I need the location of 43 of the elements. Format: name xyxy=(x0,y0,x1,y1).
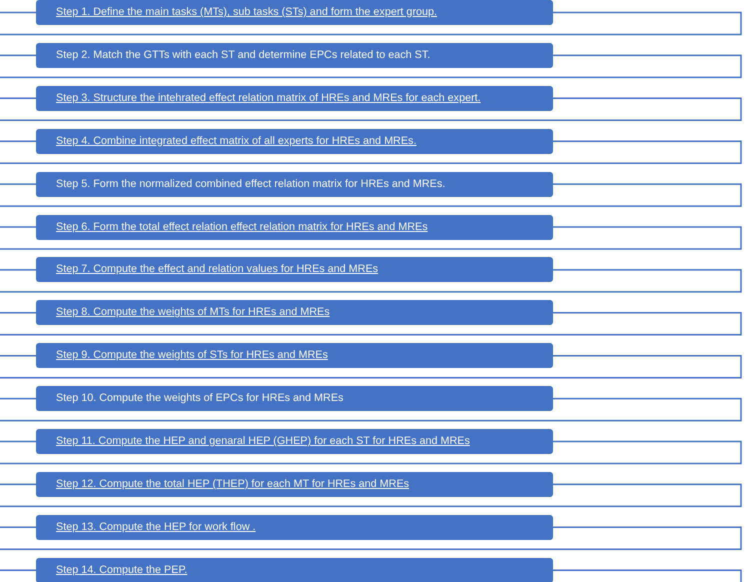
step-text: Step 12. Compute the total HEP (THEP) for each MT for HREs and MREs xyxy=(56,478,410,491)
connector-line xyxy=(0,398,742,442)
connector-line xyxy=(0,226,742,271)
step-box xyxy=(36,472,553,497)
step-box xyxy=(36,42,553,68)
step-box xyxy=(36,514,553,540)
step-text: Step 8. Compute the weights of MTs for HREs and MREs xyxy=(56,306,330,320)
connector-line xyxy=(0,140,742,185)
step-text: Step 13. Compute the HEP for work flow . xyxy=(56,520,256,534)
connector-line xyxy=(553,569,742,582)
step-text: Step 10. Compute the weights of EPCs for HREs and MREs xyxy=(56,392,344,406)
step-box xyxy=(36,0,553,25)
step-text: Step 14. Compute the PEP. xyxy=(56,564,188,577)
step-text: Step 2. Match the GTTs with each ST and determine EPCs related to each ST. xyxy=(56,48,430,62)
connector-line xyxy=(0,12,742,56)
connector-line xyxy=(0,54,742,100)
step-box xyxy=(36,214,553,240)
step-box xyxy=(36,558,553,582)
step-box xyxy=(36,86,553,111)
step-text: Step 5. Form the normalized combined effect relation matrix for HREs and MREs. xyxy=(56,178,446,191)
connector-line xyxy=(0,354,742,400)
step-box xyxy=(36,128,553,154)
connector-line xyxy=(0,484,742,528)
connector-line xyxy=(0,98,742,142)
step-text: Step 3. Structure the intehrated effect relation matrix of HREs and MREs for each expert. xyxy=(56,92,481,105)
connector-line xyxy=(0,312,742,356)
step-box xyxy=(36,343,553,368)
step-text: Step 11. Compute the HEP and genaral HEP (GHEP) for each ST for HREs and MREs xyxy=(56,435,470,448)
connector-line xyxy=(0,12,36,14)
connector-line xyxy=(0,269,742,314)
step-box xyxy=(36,257,553,282)
connector-line xyxy=(0,526,742,571)
step-text: Step 1. Define the main tasks (MTs), sub tasks (STs) and form the expert group. xyxy=(56,6,438,19)
step-text: Step 9. Compute the weights of STs for HREs and MREs xyxy=(56,349,328,362)
step-box xyxy=(36,172,553,197)
step-box xyxy=(36,429,553,454)
connector-line xyxy=(0,183,742,228)
step-box xyxy=(36,300,553,326)
step-text: Step 6. Form the total effect relation effect relation matrix for HREs and MREs xyxy=(56,220,428,234)
step-text: Step 4. Combine integrated effect matrix of all experts for HREs and MREs. xyxy=(56,134,416,148)
connector-line xyxy=(0,440,742,486)
step-box xyxy=(36,386,553,412)
step-text: Step 7. Compute the effect and relation values for HREs and MREs xyxy=(56,263,378,276)
